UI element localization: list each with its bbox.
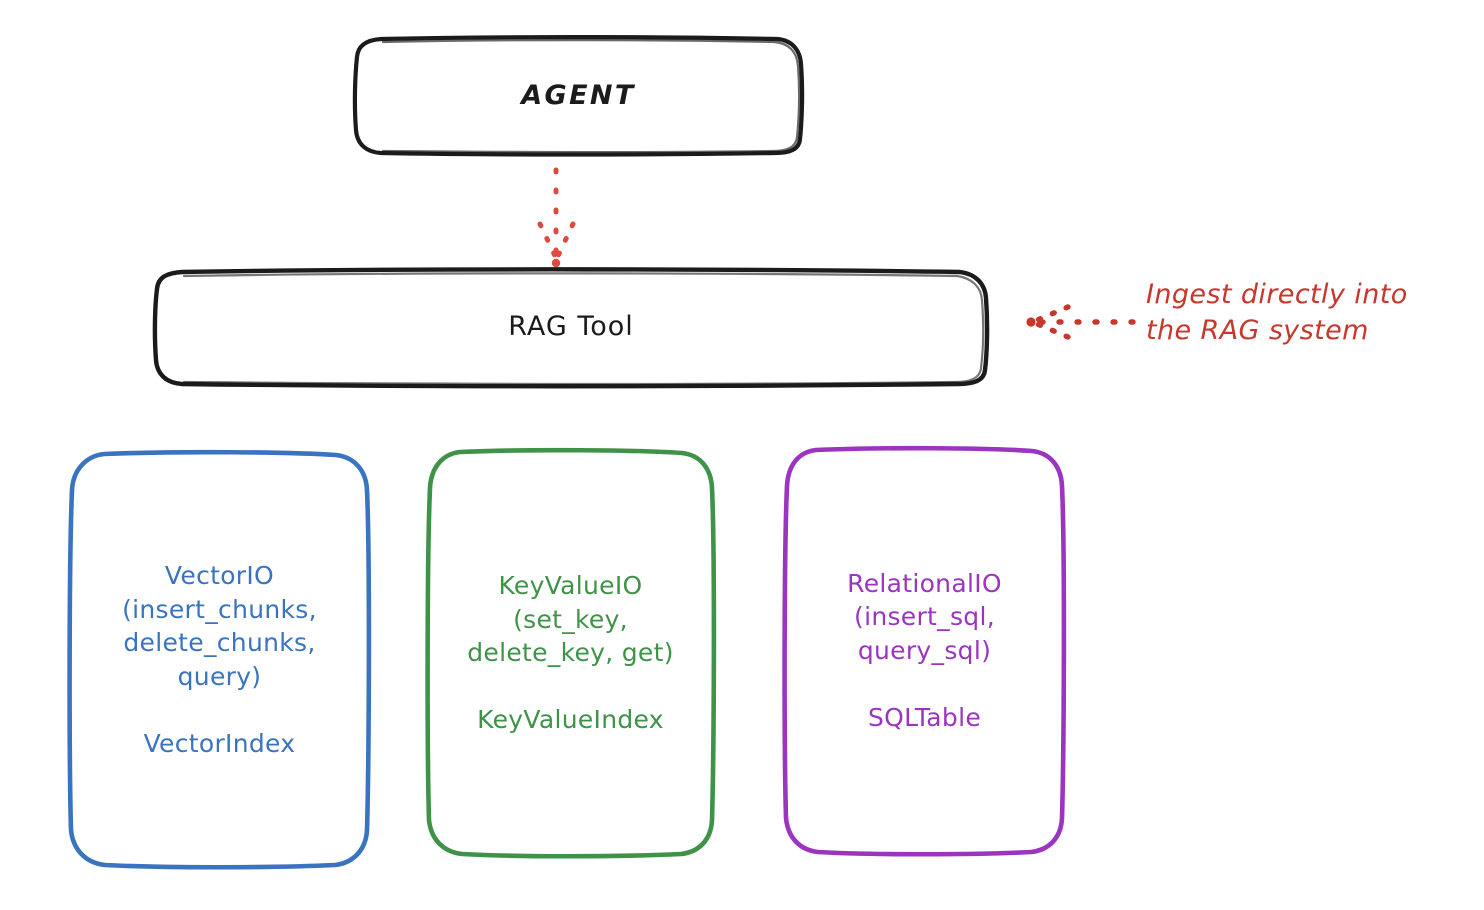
relational-io-node-label: RelationalIO (insert_sql, query_sql) SQL… xyxy=(847,568,1002,732)
ingest-annotation-label: Ingest directly into the RAG system xyxy=(1146,279,1408,346)
agent-node[interactable]: AGENT xyxy=(355,38,802,154)
key-value-io-node-label: KeyValueIO (set_key, delete_key, get) Ke… xyxy=(467,571,674,735)
key-value-io-node[interactable]: KeyValueIO (set_key, delete_key, get) Ke… xyxy=(428,450,713,856)
agent-node-label: AGENT xyxy=(521,80,636,112)
relational-io-node[interactable]: RelationalIO (insert_sql, query_sql) SQL… xyxy=(785,448,1064,853)
rag-tool-node[interactable]: RAG Tool xyxy=(155,270,987,384)
vector-io-node-label: VectorIO (insert_chunks, delete_chunks, … xyxy=(122,561,317,758)
vector-io-node[interactable]: VectorIO (insert_chunks, delete_chunks, … xyxy=(70,452,369,867)
ingest-arrow-icon xyxy=(1026,304,1136,340)
agent-to-rag-tool-connector xyxy=(537,167,576,268)
rag-tool-node-label: RAG Tool xyxy=(508,311,634,343)
